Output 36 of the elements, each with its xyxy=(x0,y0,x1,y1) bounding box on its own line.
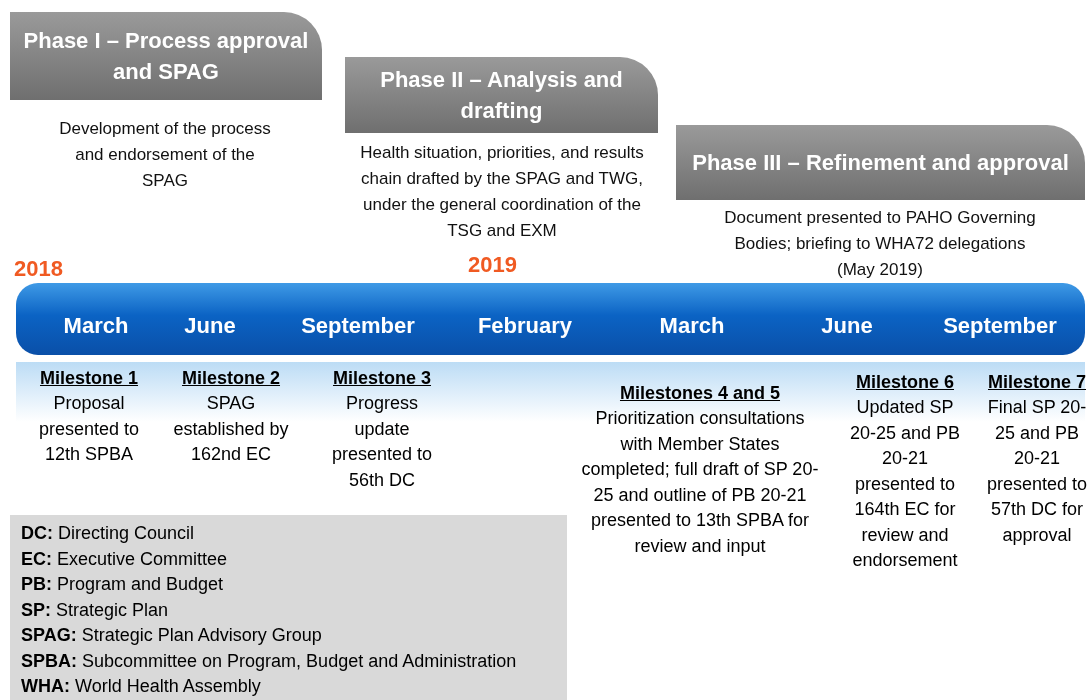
month-label: March xyxy=(63,313,129,339)
milestone-description: Updated SP 20-25 and PB 20-21 presented to 164th EC for review and endorsement xyxy=(848,396,962,572)
abbreviation-entry: WHA: World Health Assembly xyxy=(21,675,262,698)
milestone-heading: Milestone 3 xyxy=(333,368,431,389)
phase-description: Development of the process and endorsement of the SPAG xyxy=(58,118,272,192)
month-label: February xyxy=(477,313,573,339)
abbreviation-entry: EC: Executive Committee xyxy=(21,547,229,571)
phase-tab: Phase III – Refinement and approval xyxy=(676,125,1085,200)
phase-description: Health situation, priorities, and results chain drafted by the SPAG and TWG, under the general coordination of the TSG and EXM xyxy=(359,142,645,242)
month-label: March xyxy=(659,313,725,339)
milestone-description: Final SP 20-25 and PB 20-21 presented to 57th DC for approval xyxy=(985,396,1089,547)
milestone-heading: Milestones 4 and 5 xyxy=(619,383,781,404)
milestone-description: Prioritization consultations with Member States completed; full draft of SP 20-25 and outline of PB 20-21 presented to 13th SPBA for review and input xyxy=(580,407,820,558)
abbreviation-entry: PB: Program and Budget xyxy=(21,573,225,596)
milestone-heading: Milestone 6 xyxy=(856,372,954,393)
abbreviation-entry: SPBA: Subcommittee on Program, Budget and Administration xyxy=(21,649,518,673)
milestone-description: Progress update presented to 56th DC xyxy=(330,392,434,492)
timeline-band xyxy=(16,283,1085,355)
phase-description: Document presented to PAHO Governing Bodies; briefing to WHA72 delegations (May 2019) xyxy=(723,207,1037,281)
month-label: September xyxy=(943,313,1057,339)
milestone-description: SPAG established by 162nd EC xyxy=(172,392,290,466)
milestone-description: Proposal presented to 12th SPBA xyxy=(37,392,141,466)
year-label: 2019 xyxy=(468,252,517,278)
abbreviation-entry: DC: Directing Council xyxy=(21,522,196,545)
abbreviation-panel xyxy=(10,515,567,700)
phase-tab: Phase I – Process approval and SPAG xyxy=(10,12,322,100)
phase-tab: Phase II – Analysis and drafting xyxy=(345,57,658,133)
milestone-heading: Milestone 2 xyxy=(182,368,280,389)
month-label: June xyxy=(184,313,236,339)
month-label: September xyxy=(301,313,415,339)
milestone-heading: Milestone 1 xyxy=(40,368,138,389)
abbreviation-entry: SPAG: Strategic Plan Advisory Group xyxy=(21,624,323,647)
milestone-heading: Milestone 7 xyxy=(988,372,1086,393)
year-label: 2018 xyxy=(14,256,63,282)
abbreviation-entry: SP: Strategic Plan xyxy=(21,598,170,622)
month-label: June xyxy=(821,313,873,339)
